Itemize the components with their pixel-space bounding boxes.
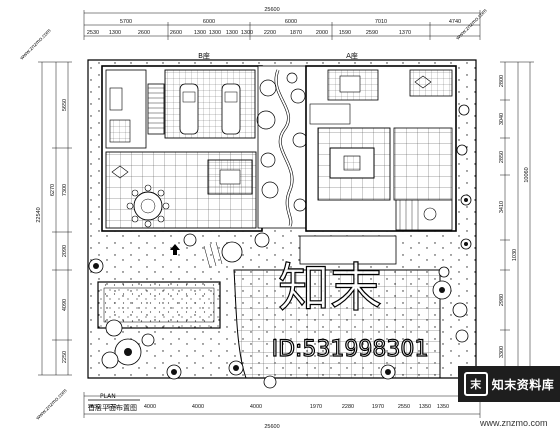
right-dim: 2850 (499, 151, 505, 163)
top-sdim: 1590 (339, 30, 351, 36)
left-dim: 7300 (62, 184, 68, 196)
top-dim-3: 6000 (285, 19, 297, 25)
a-upper-right (409, 69, 453, 97)
bottom-sdim: 1350 (419, 404, 431, 410)
bottom-dimensions (83, 392, 481, 418)
right-dims: 2800 3040 2850 10060 3410 1030 2980 3300 (499, 75, 530, 358)
left-dim: 22540 (36, 207, 42, 222)
right-dim: 2800 (499, 75, 505, 87)
brand-logo: 末 知末资料库 (458, 366, 560, 402)
a-right-room (393, 127, 453, 201)
left-dim: 5650 (62, 99, 68, 111)
tree-dark-accents (93, 198, 468, 375)
courtyard-garden (256, 65, 308, 229)
brand-text: 知末资料库 (491, 377, 555, 392)
top-mid-dims: 5700 6000 6000 7010 4740 (120, 19, 461, 25)
top-dim-1: 5700 (120, 19, 132, 25)
watermark-side-left-2: www.znzmo.com (34, 388, 68, 422)
bottom-sdim: 1970 (310, 404, 322, 410)
left-dim: 4090 (62, 299, 68, 311)
top-sdim: 1300 (241, 30, 253, 36)
bottom-sdim: 1970 (372, 404, 384, 410)
top-dimensions (83, 10, 481, 40)
right-dim: 10060 (524, 167, 530, 182)
watermark-side-left: www.znzmo.com (18, 28, 52, 62)
top-sdim: 2530 (87, 30, 99, 36)
top-sdim: 2600 (138, 30, 150, 36)
brand-url: www.znzmo.com (480, 418, 548, 428)
right-dimensions (500, 61, 534, 376)
stair-b (147, 83, 165, 135)
right-dim: 1030 (512, 249, 518, 261)
building-a (305, 65, 457, 232)
plan-title: 首层平面布置图 (88, 403, 137, 412)
brand-mark: 末 (463, 372, 488, 396)
top-dim-5: 4740 (449, 19, 461, 25)
building-b (101, 65, 263, 232)
bottom-sdim: 2550 (398, 404, 410, 410)
bottom-total-dim: 25600 (264, 424, 279, 430)
top-small-dims: 2530 1300 2600 2600 1300 1300 1300 1300 … (87, 30, 411, 36)
top-dim-2: 6000 (203, 19, 215, 25)
top-sdim: 1300 (194, 30, 206, 36)
bottom-sdim: 4000 (250, 404, 262, 410)
a-upper-room (327, 69, 379, 101)
top-dim-4: 7010 (375, 19, 387, 25)
right-dim: 2980 (499, 294, 505, 306)
bottom-sdim: 2280 (342, 404, 354, 410)
top-sdim: 1300 (109, 30, 121, 36)
room-b-label: B座 (198, 51, 210, 60)
right-dim: 3040 (499, 113, 505, 125)
room-a-label: A座 (346, 51, 358, 60)
top-sdim: 1300 (226, 30, 238, 36)
pool (97, 281, 221, 329)
watermark-brand: 知末 (278, 259, 382, 319)
top-sdim: 2200 (264, 30, 276, 36)
watermark-id: ID:531998301 (272, 337, 429, 362)
left-dimensions (38, 61, 72, 376)
top-sdim: 2600 (170, 30, 182, 36)
bottom-small-dims: 2530 670 4000 4000 4000 1970 2280 1970 2… (88, 404, 449, 410)
left-dim: 6270 (50, 184, 56, 196)
left-dim: 2250 (62, 351, 68, 363)
bottom-sdim: 2530 (88, 404, 100, 410)
plan-label: PLAN (100, 393, 116, 400)
garage (164, 69, 256, 139)
left-dim: 2090 (62, 245, 68, 257)
top-total-dim: 25600 (264, 7, 279, 13)
bottom-sdim: 670 (107, 404, 116, 410)
top-sdim: 1370 (399, 30, 411, 36)
bottom-sdim: 1350 (437, 404, 449, 410)
right-dim: 3300 (499, 346, 505, 358)
bottom-sdim: 4000 (192, 404, 204, 410)
right-dim: 3410 (499, 201, 505, 213)
bottom-sdim: 4000 (144, 404, 156, 410)
trees (88, 104, 472, 389)
top-sdim: 1870 (290, 30, 302, 36)
round-table (133, 191, 163, 221)
car-2 (221, 83, 241, 135)
top-sdim: 1300 (209, 30, 221, 36)
top-sdim: 2590 (366, 30, 378, 36)
car-1 (179, 83, 199, 135)
top-sdim: 2000 (316, 30, 328, 36)
terrace-area (97, 235, 441, 379)
left-dims: 5650 6270 22540 7300 2090 4090 2250 (36, 99, 68, 363)
